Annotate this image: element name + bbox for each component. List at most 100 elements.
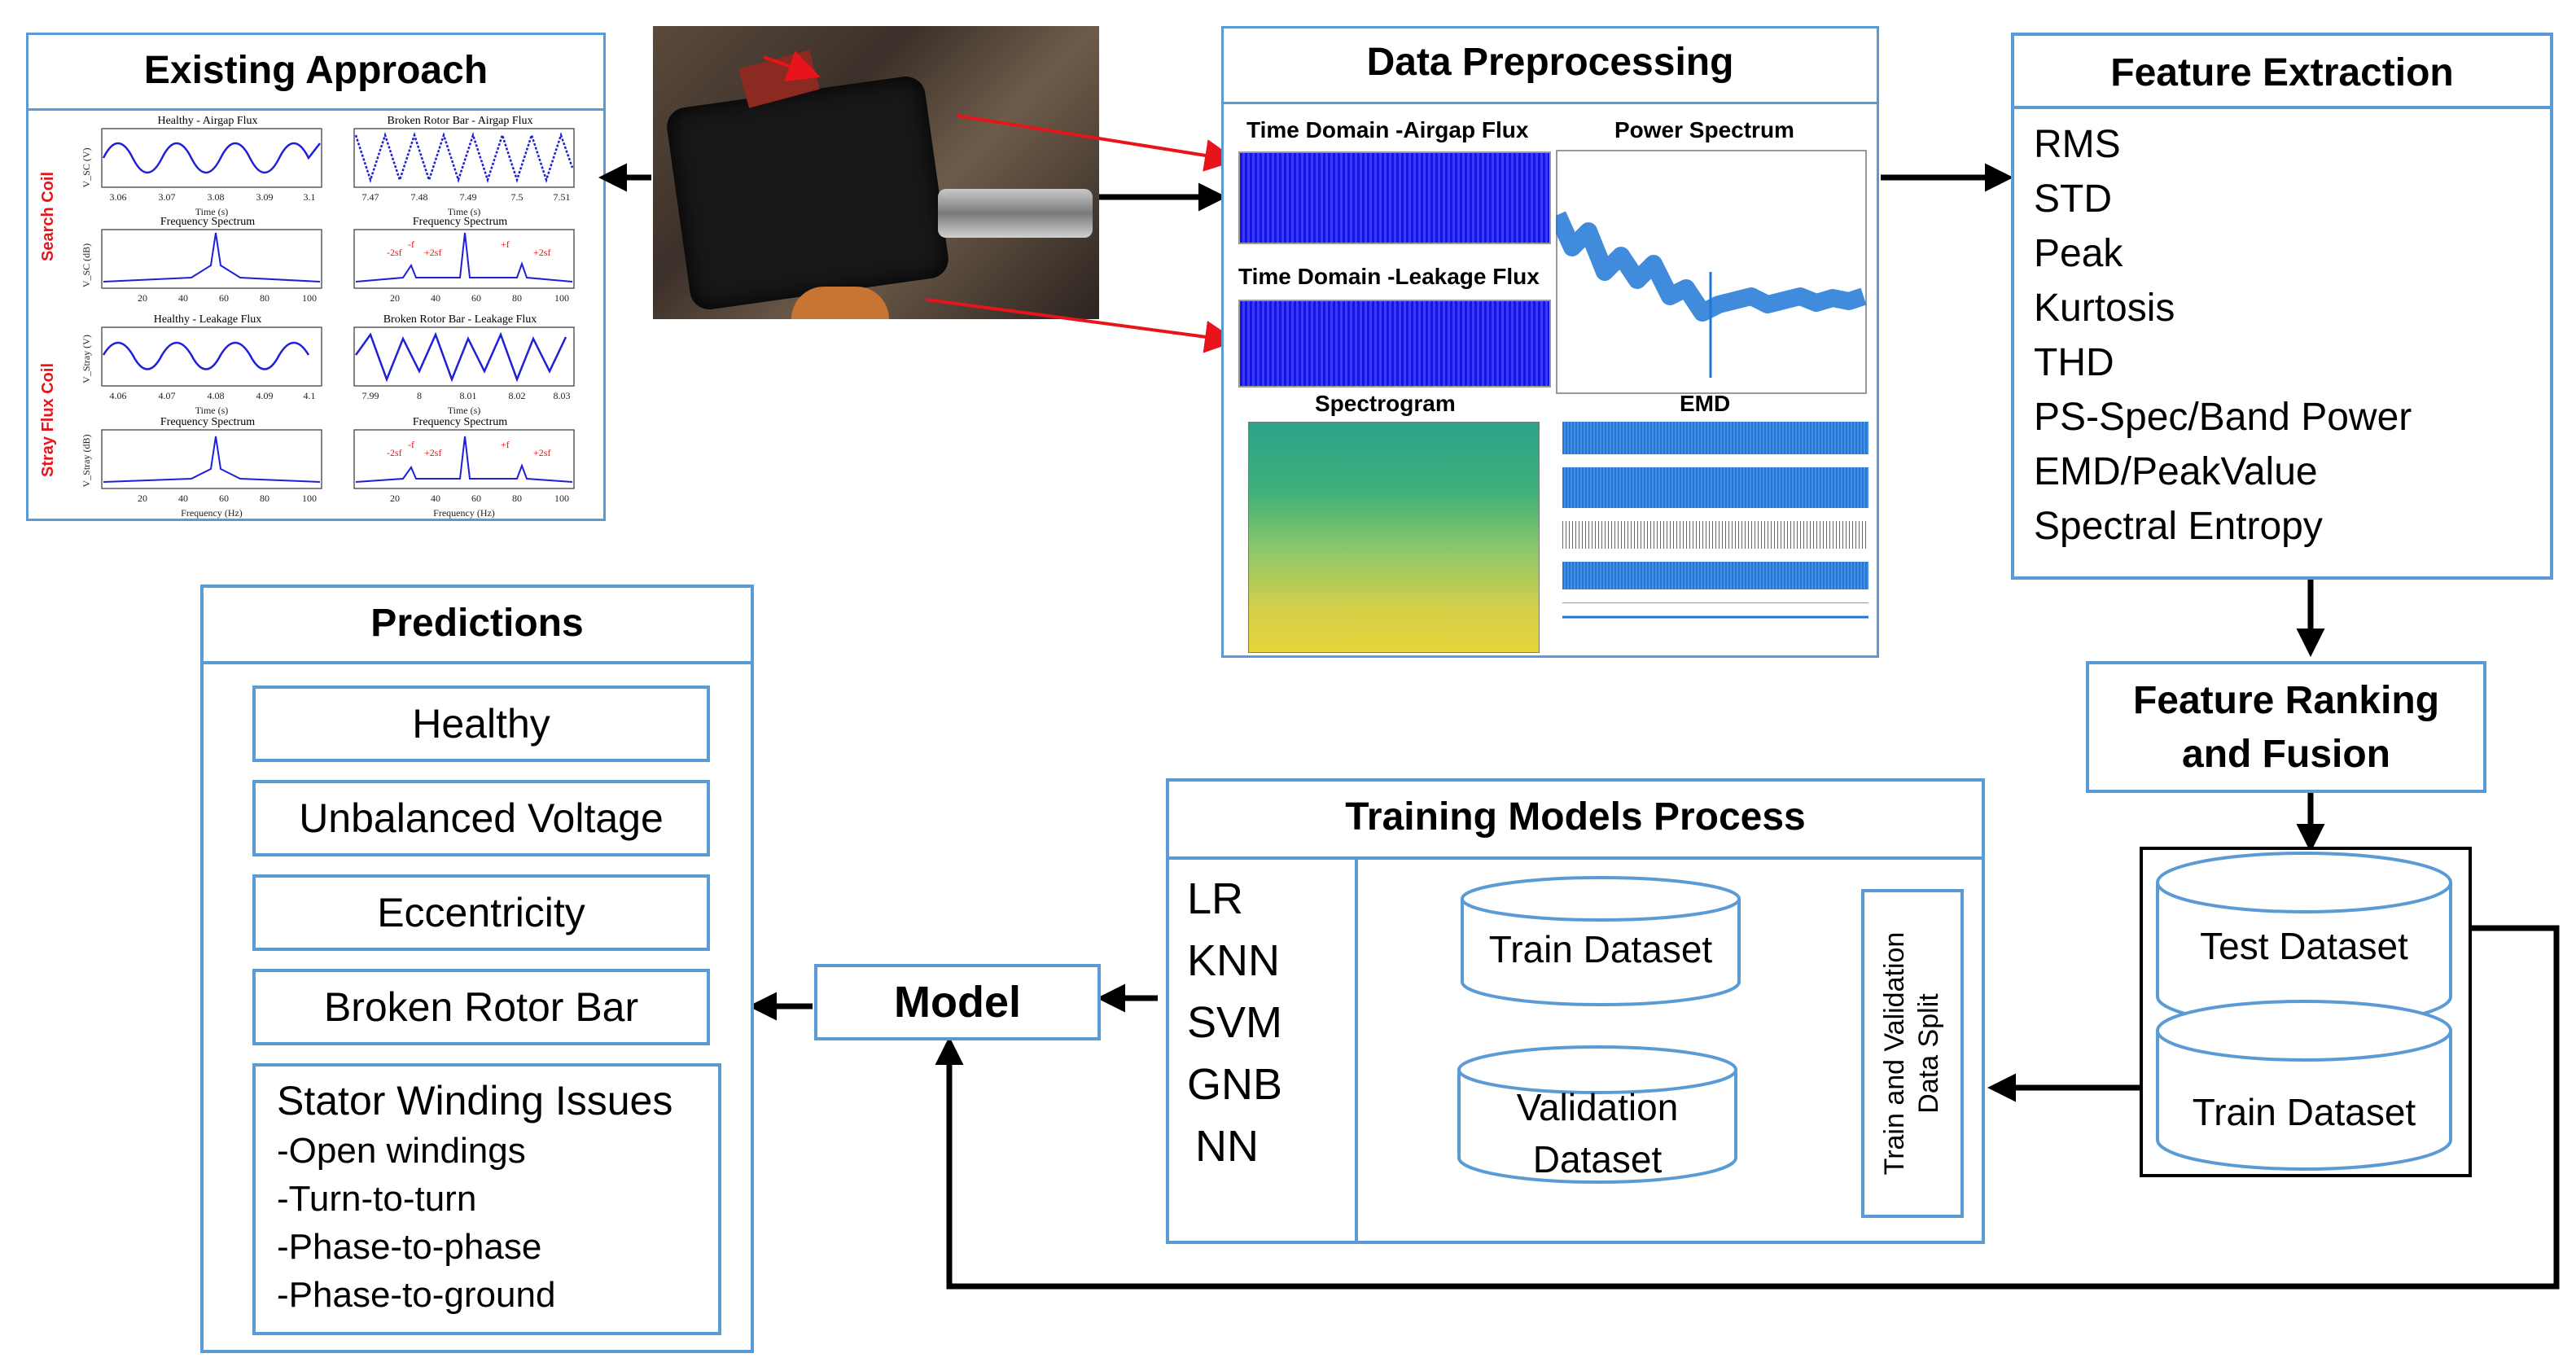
svg-text:+2sf: +2sf: [533, 447, 550, 458]
svg-text:Time (s): Time (s): [448, 206, 481, 217]
svg-text:+2sf: +2sf: [424, 447, 441, 458]
svg-text:7.99: 7.99: [362, 390, 379, 401]
freq-spectrum-title-3: Frequency Spectrum: [160, 416, 255, 428]
svg-text:20: 20: [390, 292, 400, 304]
stator-item: -Open windings: [277, 1131, 526, 1171]
healthy-leakage-title: Healthy - Leakage Flux: [154, 313, 262, 326]
emd-plots: [1562, 422, 1868, 651]
predictions-title: Predictions: [370, 602, 584, 645]
svg-text:20: 20: [138, 292, 147, 304]
validation-line1: Validation: [1517, 1086, 1679, 1128]
svg-text:-f: -f: [408, 239, 414, 250]
stray-flux-coil-label: Stray Flux Coil: [39, 363, 57, 477]
svg-text:8.03: 8.03: [554, 390, 571, 401]
existing-approach-plots: Search Coil Stray Flux Coil Healthy - Ai…: [39, 115, 575, 519]
svg-text:4.1: 4.1: [304, 390, 316, 401]
svg-text:Frequency (Hz): Frequency (Hz): [433, 507, 495, 519]
svg-text:Time (s): Time (s): [195, 405, 229, 416]
predictions-panel: Predictions Healthy Unbalanced Voltage E…: [200, 585, 754, 1353]
stator-item: -Phase-to-ground: [277, 1275, 556, 1315]
time-airgap-label: Time Domain -Airgap Flux: [1246, 117, 1529, 142]
spectrogram-plot: [1248, 422, 1540, 653]
feature-ranking-line2: and Fusion: [2182, 733, 2390, 776]
svg-text:100: 100: [554, 292, 569, 304]
stator-item: -Phase-to-phase: [277, 1227, 542, 1267]
model-list: LR KNN SVM GNB NN: [1169, 860, 1358, 1244]
training-title: Training Models Process: [1345, 795, 1806, 839]
feature-item: STD: [2034, 177, 2112, 221]
svg-text:7.48: 7.48: [411, 191, 428, 203]
training-cylinders: Train Dataset Validation Dataset: [1457, 876, 1741, 1184]
svg-text:+2sf: +2sf: [424, 247, 441, 258]
feature-list: RMS STD Peak Kurtosis THD PS-Spec/Band P…: [2014, 106, 2550, 576]
existing-approach-panel: Existing Approach Search Coil Stray Flux…: [26, 33, 606, 521]
feature-item: Spectral Entropy: [2034, 505, 2323, 548]
svg-text:80: 80: [512, 493, 522, 504]
model-item: NN: [1195, 1122, 1259, 1171]
svg-text:60: 60: [219, 493, 229, 504]
predictions-body: Healthy Unbalanced Voltage Eccentricity …: [204, 661, 751, 1353]
svg-text:80: 80: [260, 292, 269, 304]
broken-leakage-title: Broken Rotor Bar - Leakage Flux: [383, 313, 537, 326]
time-leakage-plot: [1238, 300, 1551, 388]
svg-text:40: 40: [178, 493, 188, 504]
prediction-healthy: Healthy: [252, 686, 710, 762]
svg-text:80: 80: [260, 493, 269, 504]
existing-approach-figure: Search Coil Stray Flux Coil Healthy - Ai…: [28, 108, 603, 521]
svg-text:60: 60: [471, 292, 481, 304]
broken-airgap-title: Broken Rotor Bar - Airgap Flux: [387, 115, 532, 127]
motor-body: [664, 73, 951, 313]
svg-text:20: 20: [138, 493, 147, 504]
train-dataset-label: Train Dataset: [2193, 1091, 2416, 1133]
svg-text:8: 8: [417, 390, 422, 401]
svg-text:100: 100: [302, 493, 317, 504]
svg-text:100: 100: [302, 292, 317, 304]
svg-text:-2sf: -2sf: [387, 447, 402, 458]
svg-text:7.51: 7.51: [554, 191, 571, 203]
model-item: LR: [1187, 874, 1244, 923]
spectrogram-label: Spectrogram: [1315, 391, 1456, 416]
split-text: Train and Validation Data Split: [1879, 932, 1944, 1176]
svg-text:3.1: 3.1: [304, 191, 316, 203]
power-spectrum-label: Power Spectrum: [1614, 117, 1794, 142]
svg-text:+f: +f: [501, 439, 510, 450]
svg-text:-2sf: -2sf: [387, 247, 402, 258]
feature-ranking-box: Feature Ranking and Fusion: [2086, 661, 2486, 793]
power-spectrum-plot: [1556, 150, 1867, 394]
feature-ranking-line1: Feature Ranking: [2132, 679, 2440, 722]
feature-item: RMS: [2034, 123, 2121, 166]
freq-spectrum-title-4: Frequency Spectrum: [413, 416, 507, 428]
freq-spectrum-title-2: Frequency Spectrum: [413, 216, 507, 228]
model-label: Model: [894, 978, 1021, 1027]
svg-text:7.47: 7.47: [362, 191, 379, 203]
training-panel: Training Models Process LR KNN SVM GNB N…: [1166, 778, 1985, 1244]
svg-text:80: 80: [512, 292, 522, 304]
datasets-container: Test Dataset Train Dataset: [2140, 847, 2472, 1177]
prediction-broken-rotor-bar: Broken Rotor Bar: [252, 969, 710, 1045]
svg-text:3.09: 3.09: [256, 191, 274, 203]
svg-text:100: 100: [554, 493, 569, 504]
prediction-unbalanced-voltage: Unbalanced Voltage: [252, 780, 710, 856]
svg-text:4.09: 4.09: [256, 390, 274, 401]
svg-text:8.01: 8.01: [460, 390, 477, 401]
svg-text:4.07: 4.07: [159, 390, 176, 401]
model-box: Model: [814, 964, 1101, 1040]
feature-item: Peak: [2034, 232, 2123, 275]
healthy-airgap-title: Healthy - Airgap Flux: [157, 115, 257, 127]
svg-text:40: 40: [431, 292, 440, 304]
svg-text:Frequency (Hz): Frequency (Hz): [181, 507, 243, 519]
emd-label: EMD: [1680, 391, 1731, 416]
svg-text:V_SC (dB): V_SC (dB): [81, 243, 92, 287]
model-item: KNN: [1187, 936, 1281, 985]
time-leakage-label: Time Domain -Leakage Flux: [1238, 264, 1540, 289]
existing-approach-title: Existing Approach: [143, 49, 488, 92]
feature-item: PS-Spec/Band Power: [2034, 396, 2412, 439]
feature-extraction-panel: Feature Extraction RMS STD Peak Kurtosis…: [2011, 33, 2553, 580]
svg-text:V_Stray (dB): V_Stray (dB): [81, 435, 92, 488]
model-item: GNB: [1187, 1060, 1283, 1109]
svg-text:+2sf: +2sf: [533, 247, 550, 258]
svg-text:40: 40: [178, 292, 188, 304]
svg-text:60: 60: [471, 493, 481, 504]
feature-item: THD: [2034, 341, 2114, 384]
coil-ring: [791, 287, 889, 319]
